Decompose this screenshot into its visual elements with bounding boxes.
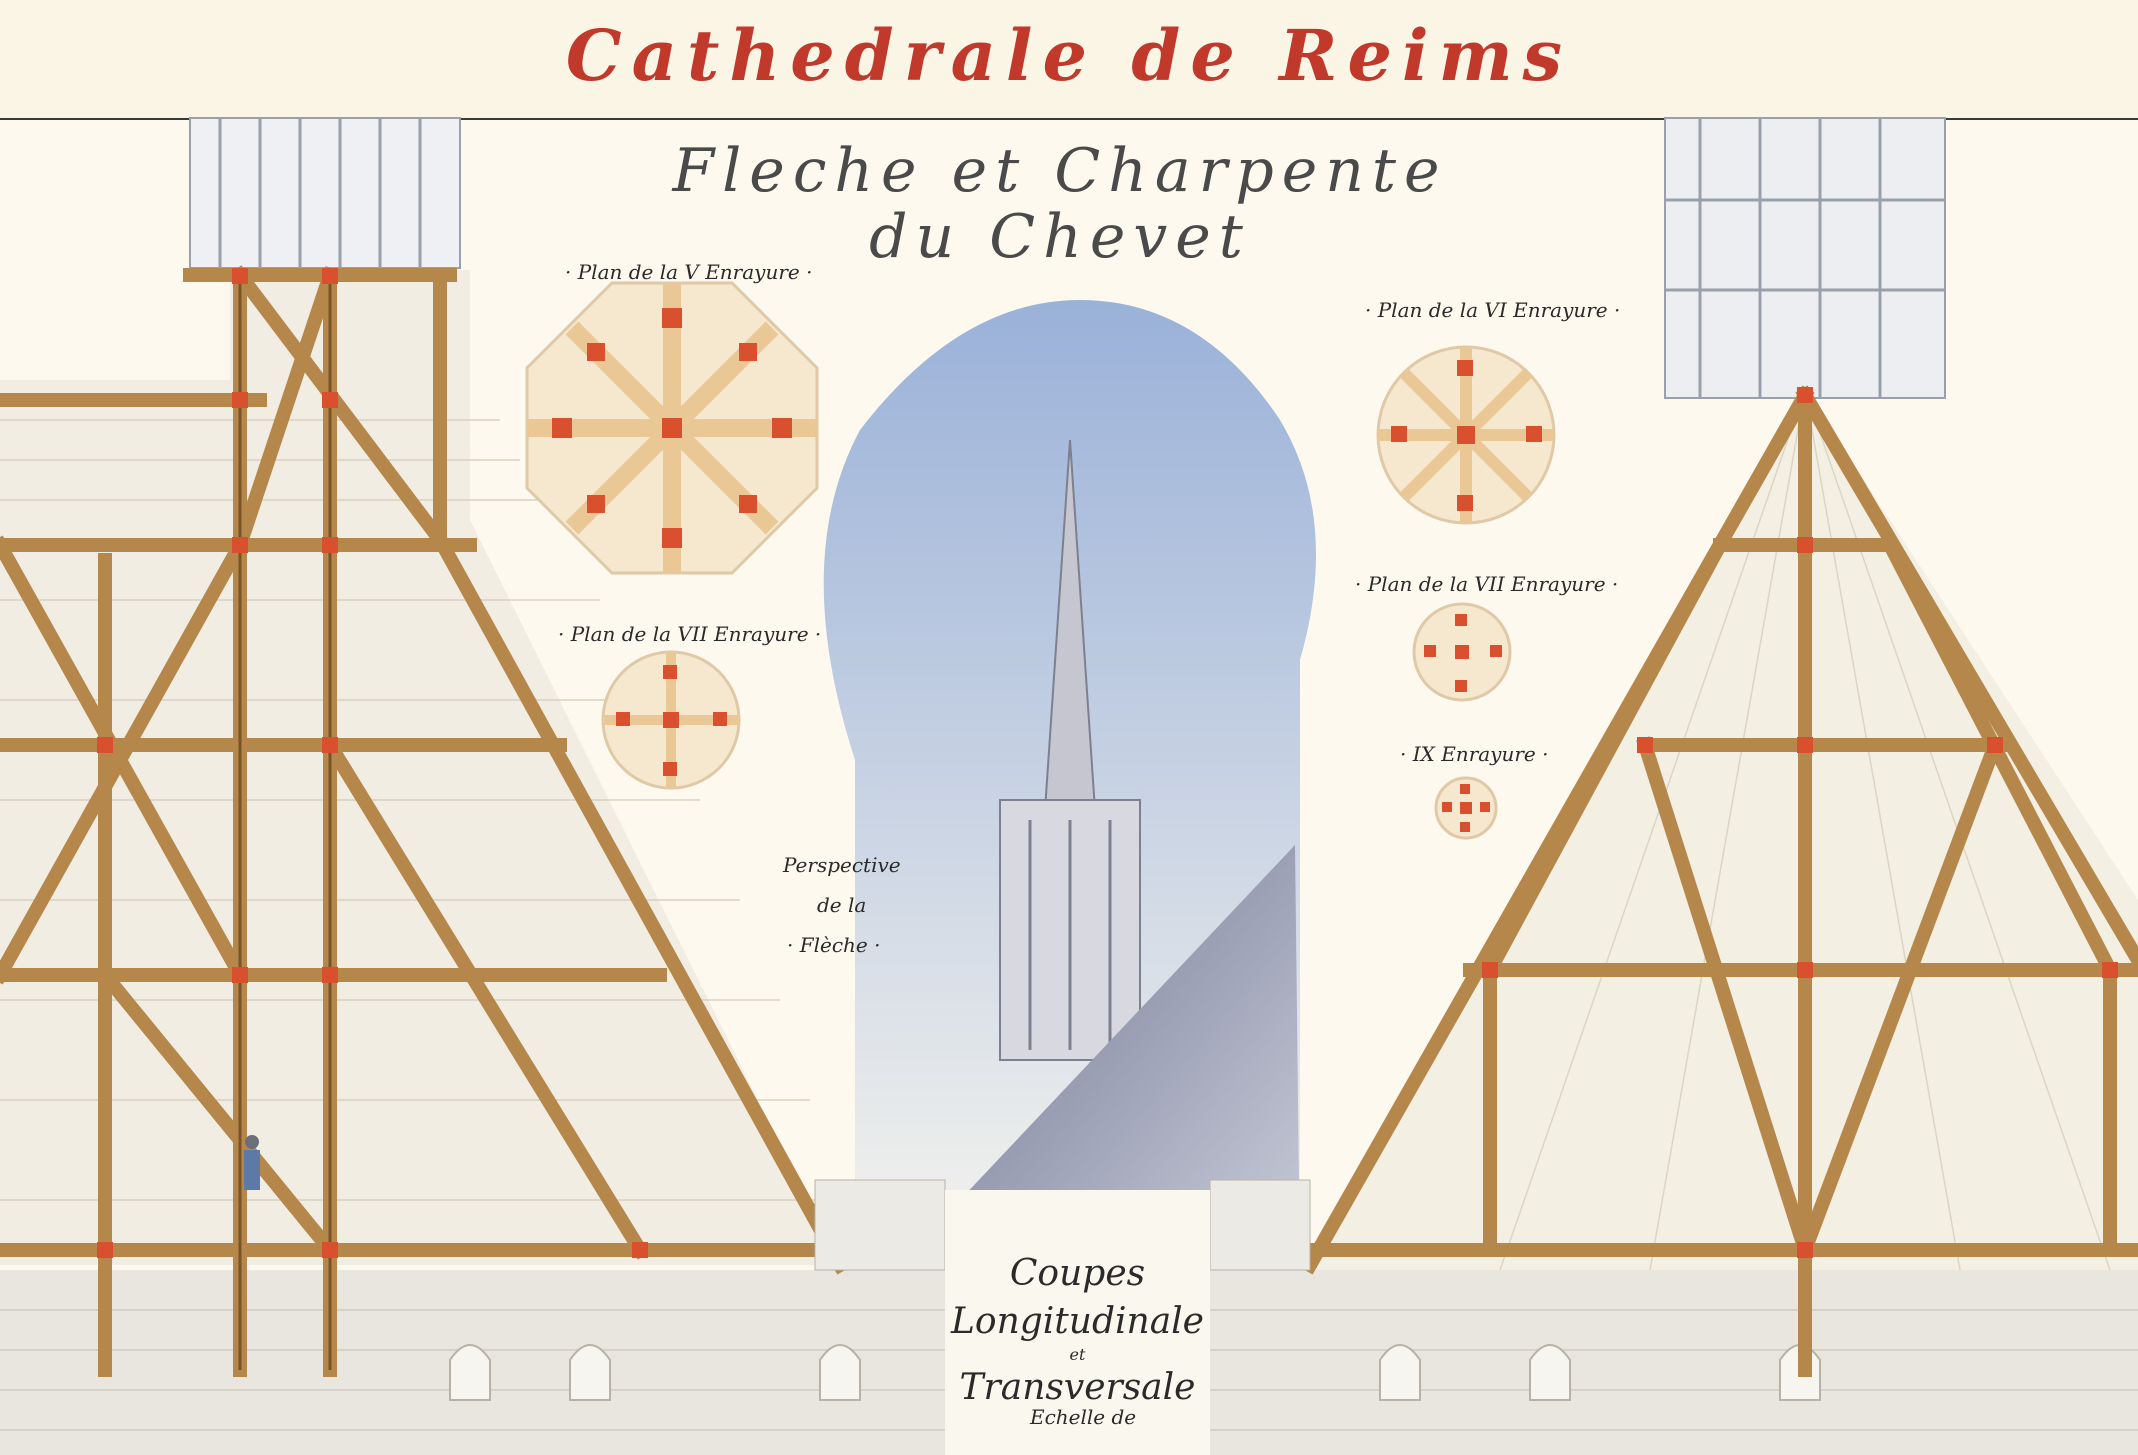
label-enrayure-9: · IX Enrayure · [1400,742,1549,766]
spire-perspective [814,300,1316,1455]
right-roof-section [1300,117,2138,1377]
subtitle-line-2: du Chevet [869,202,1251,272]
plan-enrayure-6 [1376,345,1556,525]
label-coupes-1: Coupes [1009,1253,1146,1294]
page-title: Cathedrale de Reims [565,14,1573,97]
figure-icon [244,1135,260,1190]
plan-enrayure-9 [1434,776,1498,840]
label-coupes: Coupes Longitudinale et Transversale [945,1250,1210,1412]
plan-enrayure-7-right [1412,602,1512,702]
label-perspective-1: Perspective [783,853,901,877]
subtitle-line-1: Fleche et Charpente [672,136,1448,206]
label-coupes-3: et [1069,1345,1086,1364]
plan-enrayure-7-left [601,650,741,790]
label-coupes-2: Longitudinale [950,1301,1204,1342]
label-plan-7-left: · Plan de la VII Enrayure · [558,622,822,646]
left-roof-section [0,117,850,1377]
drawing-subtitle: Fleche et Charpente du Chevet [610,138,1510,270]
label-plan-5: · Plan de la V Enrayure · [565,260,813,284]
label-perspective-2: de la [817,893,867,917]
label-coupes-4: Transversale [959,1367,1196,1408]
label-echelle: Echelle de [1030,1405,1137,1429]
label-plan-7-right: · Plan de la VII Enrayure · [1355,572,1619,596]
label-perspective-3: · Flèche · [787,933,881,957]
title-band [0,0,2138,120]
plan-enrayure-5 [525,281,819,575]
label-plan-6: · Plan de la VI Enrayure · [1365,298,1621,322]
